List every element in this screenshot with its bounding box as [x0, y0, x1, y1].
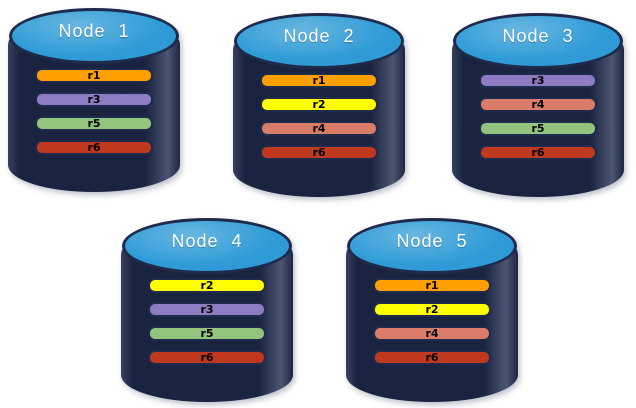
node-title: Node 4	[171, 231, 243, 251]
replica-bar-r6: r6	[479, 145, 597, 160]
database-node-2: Node 2 r1 r2 r4 r6	[233, 11, 405, 199]
replica-bar-r5: r5	[479, 121, 597, 136]
replica-bar-r1: r1	[35, 68, 153, 83]
replica-bar-r1: r1	[373, 278, 491, 293]
database-node-5: Node 5 r1 r2 r4 r6	[346, 216, 518, 404]
database-node-3: Node 3 r3 r4 r5 r6	[452, 11, 624, 199]
replica-list: r2 r3 r5 r6	[121, 278, 293, 365]
database-node-4: Node 4 r2 r3 r5 r6	[121, 216, 293, 404]
replica-bar-r5: r5	[35, 116, 153, 131]
replica-list: r1 r2 r4 r6	[233, 73, 405, 160]
replica-bar-r2: r2	[148, 278, 266, 293]
replica-bar-r1: r1	[260, 73, 378, 88]
cylinder-body	[452, 38, 624, 197]
replica-bar-r3: r3	[148, 302, 266, 317]
node-title: Node 1	[58, 21, 130, 41]
replica-bar-r3: r3	[479, 73, 597, 88]
cylinder-top-ellipse	[347, 218, 517, 274]
replica-bar-r4: r4	[479, 97, 597, 112]
replica-bar-r6: r6	[35, 140, 153, 155]
replica-bar-r6: r6	[260, 145, 378, 160]
replica-list: r3 r4 r5 r6	[452, 73, 624, 160]
database-node-1: Node 1 r1 r3 r5 r6	[8, 6, 180, 194]
replica-list: r1 r3 r5 r6	[8, 68, 180, 155]
cylinder-top-ellipse	[453, 13, 623, 69]
replica-bar-r6: r6	[373, 350, 491, 365]
replica-list: r1 r2 r4 r6	[346, 278, 518, 365]
node-title: Node 2	[283, 26, 355, 46]
cylinder-top-ellipse	[122, 218, 292, 274]
replica-bar-r4: r4	[260, 121, 378, 136]
replica-bar-r6: r6	[148, 350, 266, 365]
replica-bar-r2: r2	[373, 302, 491, 317]
node-title: Node 3	[502, 26, 574, 46]
replica-bar-r5: r5	[148, 326, 266, 341]
replica-bar-r2: r2	[260, 97, 378, 112]
replica-bar-r3: r3	[35, 92, 153, 107]
replica-bar-r4: r4	[373, 326, 491, 341]
cylinder-top-ellipse	[9, 8, 179, 64]
node-title: Node 5	[396, 231, 468, 251]
cylinder-top-ellipse	[234, 13, 404, 69]
